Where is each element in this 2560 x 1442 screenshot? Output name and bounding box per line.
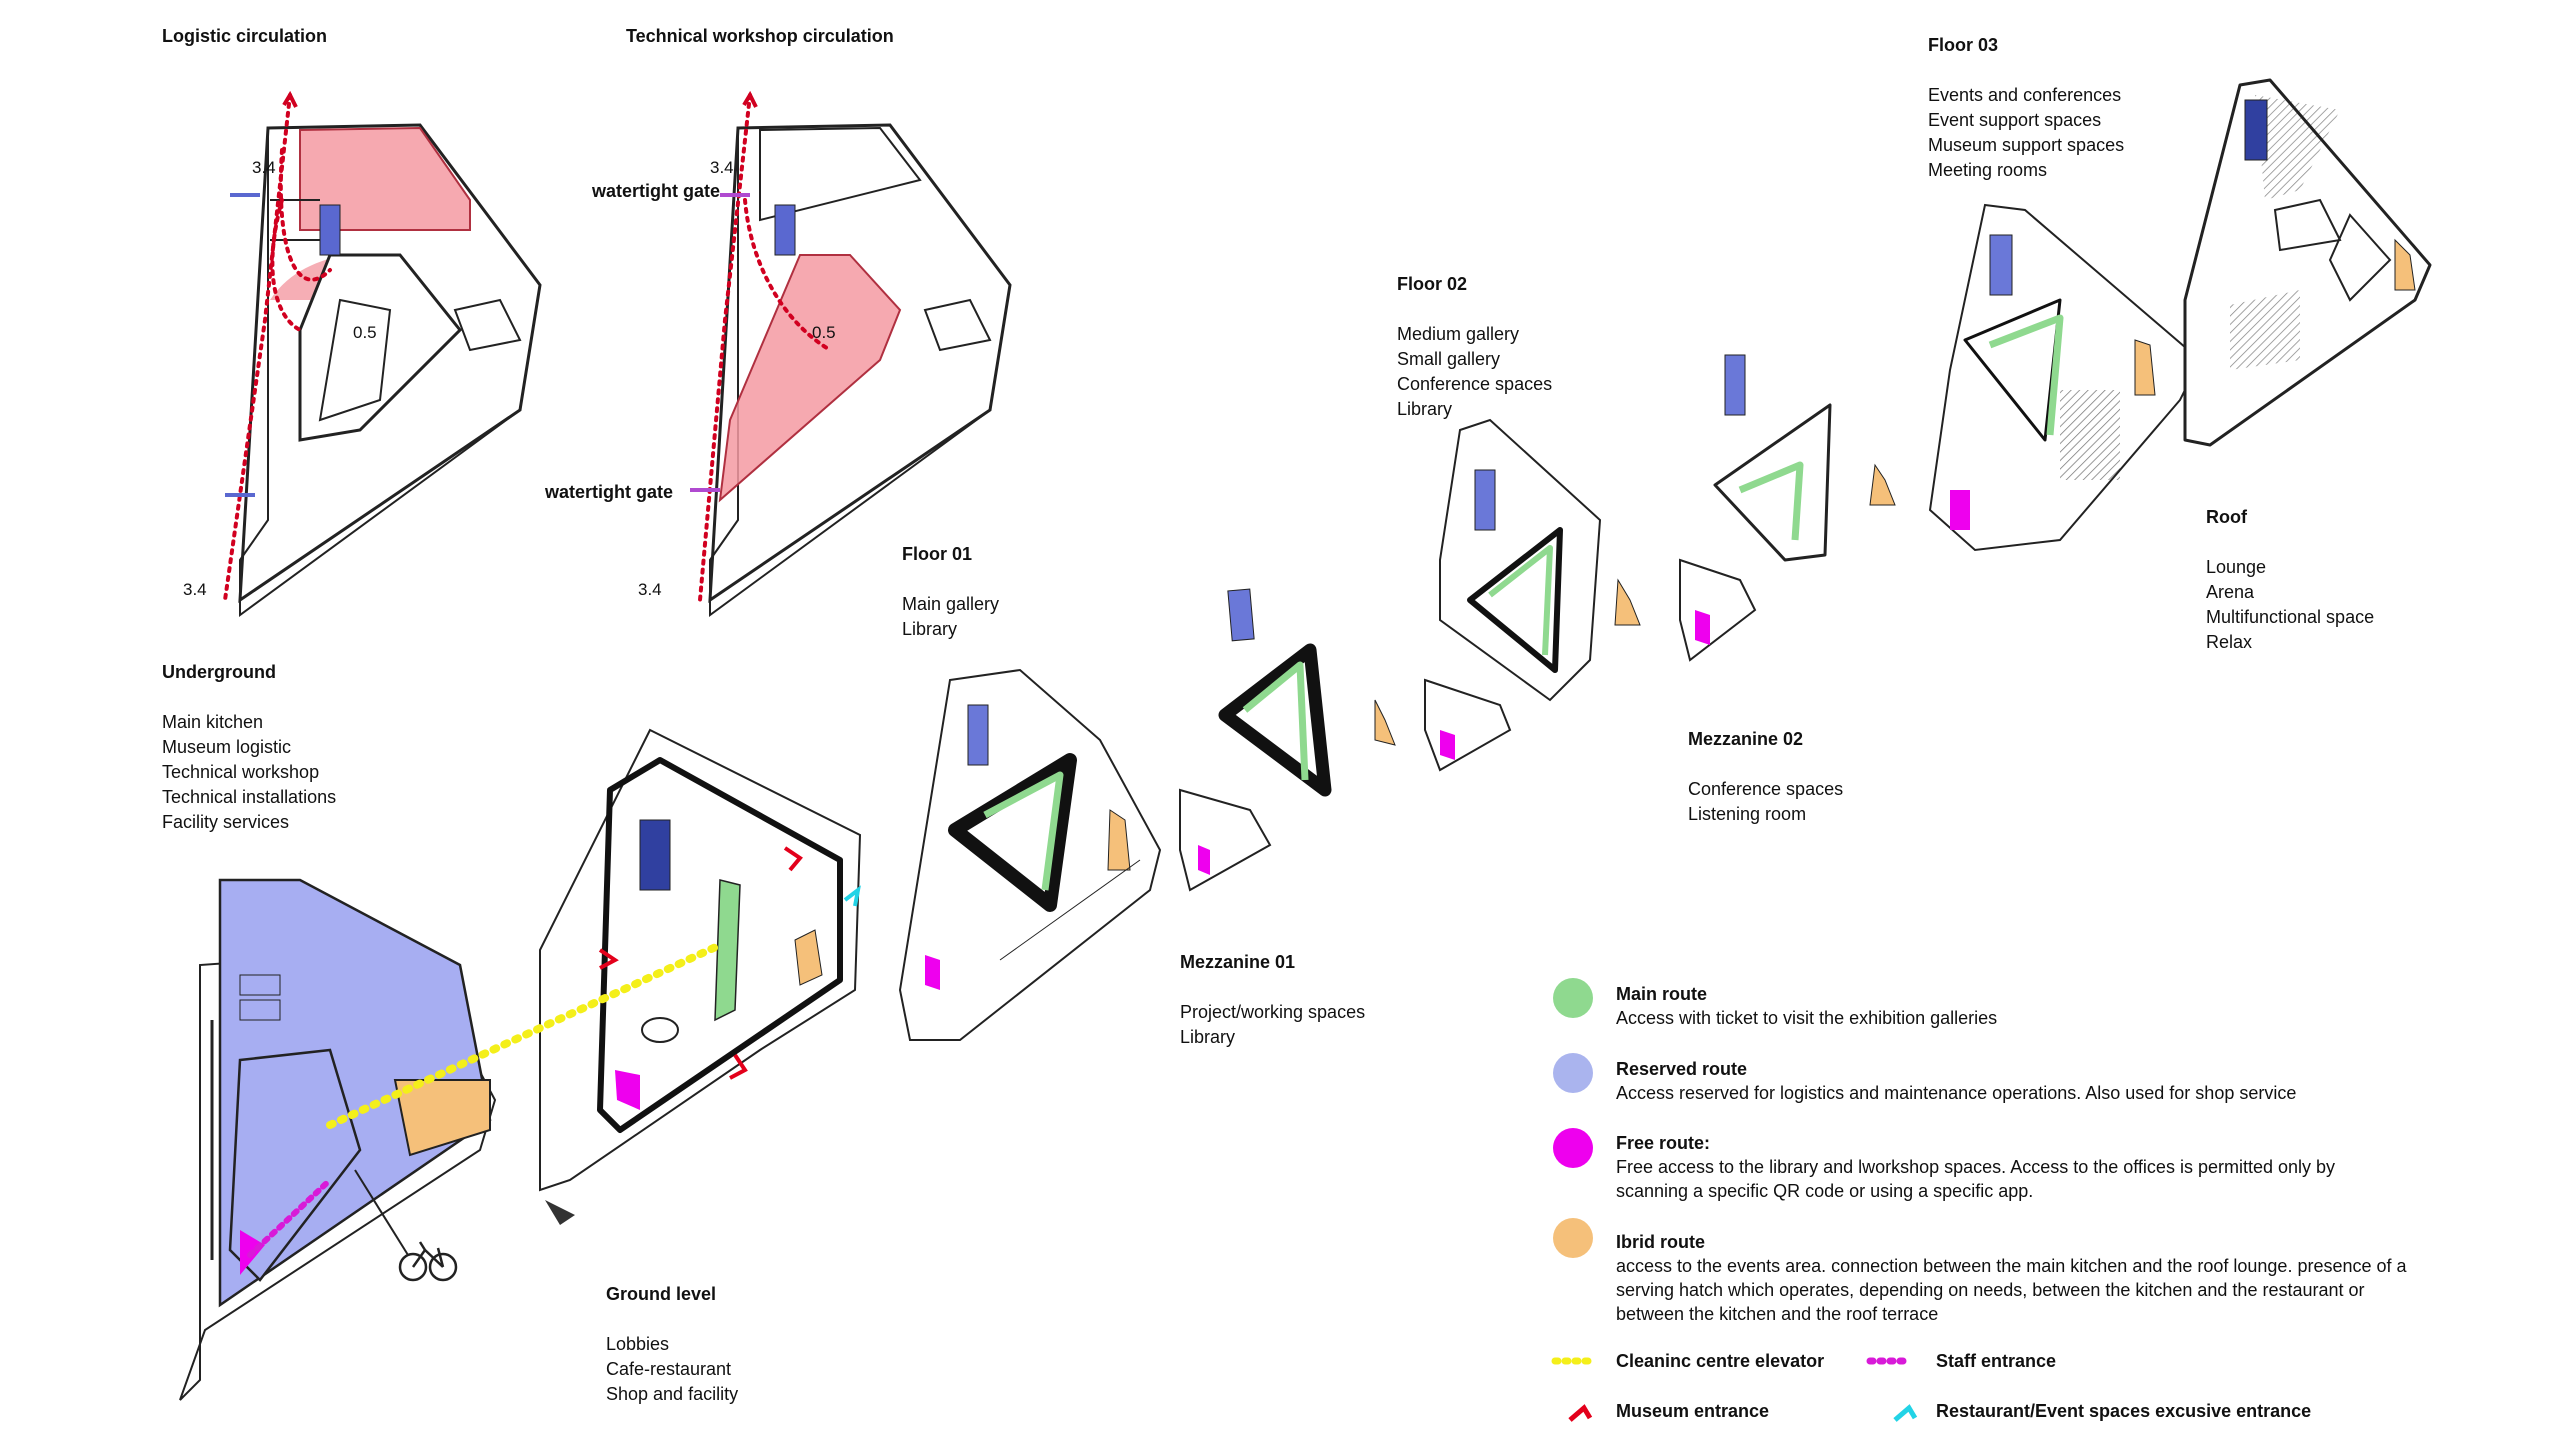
floor-03-plan xyxy=(1928,203,2202,552)
logistic-circulation-plan xyxy=(223,90,542,617)
free-route-swatch xyxy=(1553,1128,1593,1168)
roof-plan xyxy=(2183,78,2432,447)
roof-label: Roof Lounge Arena Multifunctional space … xyxy=(2206,507,2375,652)
dimension-label: 3.4 xyxy=(638,580,662,599)
legend-elevator: Cleaninc centre elevator xyxy=(1616,1351,1825,1371)
ground-level-plan xyxy=(539,728,862,1225)
legend-ibrid-route: Ibrid route access to the events area. c… xyxy=(1616,1232,2407,1324)
ibrid-route-swatch xyxy=(1553,1218,1593,1258)
mezzanine-01-label: Mezzanine 01 Project/working spaces Libr… xyxy=(1180,952,1366,1047)
floor-01-plan xyxy=(898,668,1162,1041)
dimension-label: 0.5 xyxy=(812,323,836,342)
main-route-swatch xyxy=(1553,978,1593,1018)
legend-main-route: Main route Access with ticket to visit t… xyxy=(1616,984,1998,1028)
dimension-label: 0.5 xyxy=(353,323,377,342)
technical-heading: Technical workshop circulation xyxy=(626,26,894,46)
ground-level-label: Ground level Lobbies Cafe-restaurant Sho… xyxy=(606,1284,739,1404)
watertight-gate-label: watertight gate xyxy=(545,482,674,502)
dimension-label: 3.4 xyxy=(183,580,207,599)
floor-03-label: Floor 03 Events and conferences Event su… xyxy=(1928,35,2125,180)
elevator-path xyxy=(326,941,724,1129)
underground-plan xyxy=(179,878,497,1401)
legend-restaurant-entrance: Restaurant/Event spaces excusive entranc… xyxy=(1936,1401,2312,1421)
logistic-heading: Logistic circulation xyxy=(162,26,328,46)
bicycle-icon xyxy=(398,1241,458,1282)
reserved-route-swatch xyxy=(1553,1053,1593,1093)
floor-01-label: Floor 01 Main gallery Library xyxy=(902,544,1000,639)
mezzanine-01-plan xyxy=(1179,588,1396,892)
restaurant-entrance-arrow-icon xyxy=(1893,1404,1918,1422)
dimension-label: 3.4 xyxy=(710,158,734,177)
watertight-gate-label: watertight gate xyxy=(592,181,721,201)
legend-reserved-route: Reserved route Access reserved for logis… xyxy=(1616,1059,2297,1103)
technical-workshop-plan xyxy=(690,90,1012,617)
floor-02-label: Floor 02 Medium gallery Small gallery Co… xyxy=(1397,274,1553,419)
museum-entrance-arrow-icon xyxy=(1568,1404,1593,1422)
dimension-label: 3.4 xyxy=(252,158,276,177)
floor-02-plan xyxy=(1424,418,1641,772)
legend-free-route: Free route: Free access to the library a… xyxy=(1616,1133,2336,1201)
legend-staff-entrance: Staff entrance xyxy=(1936,1351,2057,1371)
mezzanine-02-label: Mezzanine 02 Conference spaces Listening… xyxy=(1688,729,1844,824)
mezzanine-02-plan xyxy=(1679,354,1896,662)
legend-museum-entrance: Museum entrance xyxy=(1616,1401,1770,1421)
legend-symbols xyxy=(1551,978,1918,1422)
underground-label: Underground Main kitchen Museum logistic… xyxy=(162,662,337,832)
